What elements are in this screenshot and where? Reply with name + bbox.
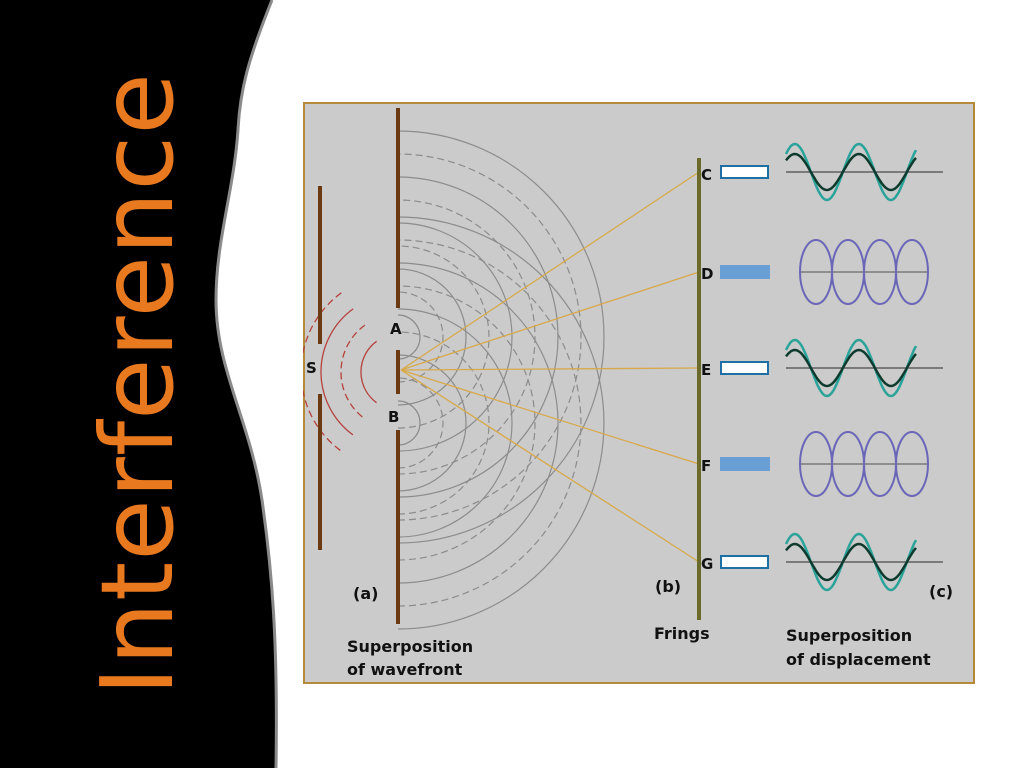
slit-wavefront (397, 239, 582, 607)
slit-wavefront (397, 130, 605, 544)
slit-wavefront (397, 331, 490, 515)
slit-wavefront (397, 262, 559, 584)
slit-wavefront (397, 176, 559, 498)
slit-b-label: B (388, 408, 399, 426)
dark-fringe-marker (720, 457, 770, 471)
ray (400, 369, 700, 465)
point-label-c: C (701, 166, 712, 184)
resultant-wave (784, 142, 918, 202)
slit-wavefront (397, 314, 421, 360)
source-wavefront (320, 308, 354, 436)
slit-wavefront (397, 216, 605, 630)
slide-title: Interference (79, 72, 196, 696)
dark-fringe-marker (720, 265, 770, 279)
slit-wavefront (397, 245, 490, 429)
point-label-d: D (701, 265, 713, 283)
source-label: S (306, 359, 317, 377)
bright-fringe-marker (720, 555, 769, 569)
component-wave (785, 152, 917, 192)
caption-fringes: Frings (654, 624, 710, 643)
ray (400, 369, 700, 563)
slit-wavefront (397, 268, 467, 406)
source-wavefront (340, 324, 366, 420)
slit-wavefront (397, 308, 513, 538)
slit-wavefront (397, 354, 467, 492)
source-wavefront (303, 292, 342, 452)
path-rays (400, 171, 700, 563)
bright-fringe-marker (720, 361, 769, 375)
slit-wavefront (397, 291, 444, 383)
caption-wavefront-line2: of wavefront (347, 660, 463, 679)
cancellation-loop (895, 431, 929, 497)
bright-fringe-marker (720, 165, 769, 179)
resultant-wave (784, 338, 918, 398)
displacement-plots (784, 142, 943, 592)
slit-wavefront (397, 199, 536, 475)
point-label-e: E (701, 361, 711, 379)
caption-displacement-line2: of displacement (786, 650, 931, 669)
ray (400, 271, 700, 371)
component-wave (785, 348, 917, 388)
slit-wavefront (397, 377, 444, 469)
caption-wavefront-line1: Superposition (347, 637, 473, 656)
caption-displacement-line1: Superposition (786, 626, 912, 645)
resultant-wave (784, 532, 918, 592)
ray (400, 367, 700, 371)
part-label-a: (a) (353, 584, 378, 603)
figure-background (303, 102, 975, 684)
slit-wavefront (397, 285, 536, 561)
slit-a-label: A (390, 320, 402, 338)
slit-wavefronts (397, 130, 605, 630)
part-label-c: (c) (929, 582, 953, 601)
slit-wavefront (397, 400, 421, 446)
interference-diagram: S A B C D E F G (a) (b) (c) Superpositio… (303, 102, 975, 684)
barriers (318, 108, 400, 624)
component-wave (785, 542, 917, 582)
fringe-markers (720, 165, 770, 569)
part-label-b: (b) (655, 577, 681, 596)
source-wavefronts (303, 292, 377, 452)
point-label-f: F (701, 457, 711, 475)
cancellation-loop (895, 239, 929, 305)
point-label-g: G (701, 555, 713, 573)
ray (400, 171, 700, 371)
source-wavefront (360, 340, 377, 404)
slit-wavefront (397, 222, 513, 452)
